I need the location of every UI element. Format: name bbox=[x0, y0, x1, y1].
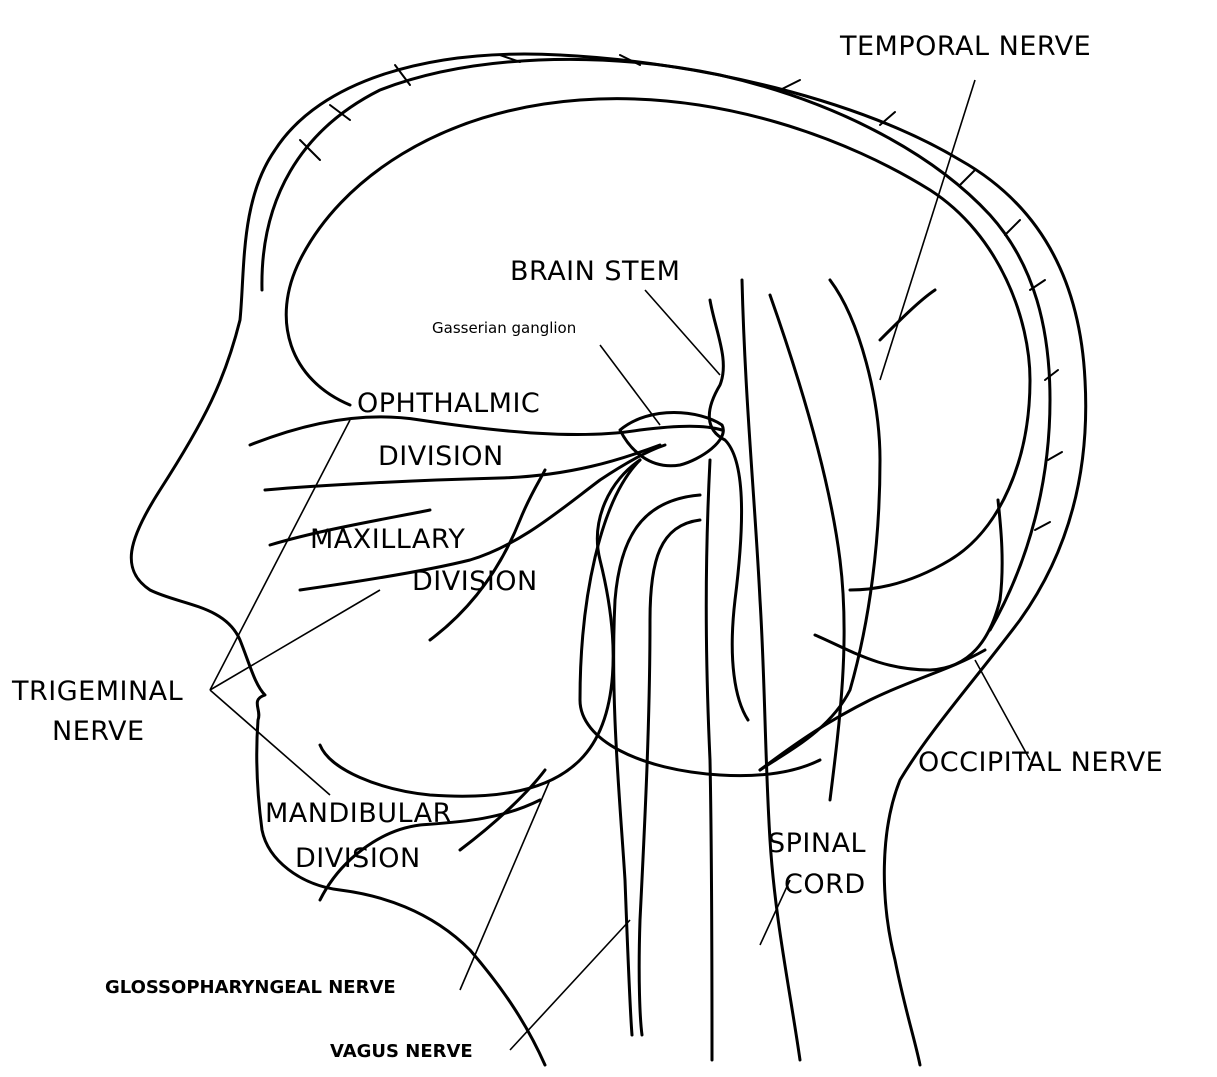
leader-vagus bbox=[510, 920, 630, 1050]
temporal-nerve bbox=[760, 280, 880, 770]
label-ophthalmic-1: OPHTHALMIC bbox=[357, 388, 540, 419]
label-trigeminal-1: TRIGEMINAL bbox=[11, 676, 183, 707]
leader-gasserian bbox=[600, 345, 660, 425]
label-maxillary-2: DIVISION bbox=[412, 566, 538, 597]
temporal-nerve-branch bbox=[880, 290, 935, 340]
spinal-cord-left bbox=[742, 280, 800, 1060]
label-temporal-nerve: TEMPORAL NERVE bbox=[839, 31, 1091, 62]
label-spinal-1: SPINAL bbox=[768, 828, 866, 859]
leader-temporal bbox=[880, 80, 975, 380]
head-profile-outline bbox=[131, 54, 560, 1065]
label-gasserian-ganglion: Gasserian ganglion bbox=[432, 319, 576, 337]
label-occipital-nerve: OCCIPITAL NERVE bbox=[918, 747, 1163, 778]
label-mandibular-1: MANDIBULAR bbox=[265, 798, 452, 829]
label-mandibular-2: DIVISION bbox=[295, 843, 421, 874]
brain-stem bbox=[709, 300, 748, 720]
label-glossopharyngeal-nerve: GLOSSOPHARYNGEAL NERVE bbox=[105, 977, 396, 998]
label-maxillary-1: MAXILLARY bbox=[310, 524, 465, 555]
vagus-trunk bbox=[639, 520, 700, 1035]
leader-brain-stem bbox=[645, 290, 720, 375]
leader-occipital bbox=[975, 660, 1030, 760]
label-trigeminal-2: NERVE bbox=[52, 716, 145, 747]
spinal-cord-right bbox=[770, 295, 844, 800]
mandibular-lower-branch bbox=[460, 770, 545, 850]
spinal-inner bbox=[706, 460, 712, 1060]
label-brain-stem: BRAIN STEM bbox=[510, 256, 680, 287]
leader-trigeminal-mandibular bbox=[210, 690, 330, 795]
label-ophthalmic-2: DIVISION bbox=[378, 441, 504, 472]
label-spinal-2: CORD bbox=[784, 869, 866, 900]
label-vagus-nerve: VAGUS NERVE bbox=[330, 1041, 473, 1062]
mandibular-nerve bbox=[320, 460, 640, 796]
